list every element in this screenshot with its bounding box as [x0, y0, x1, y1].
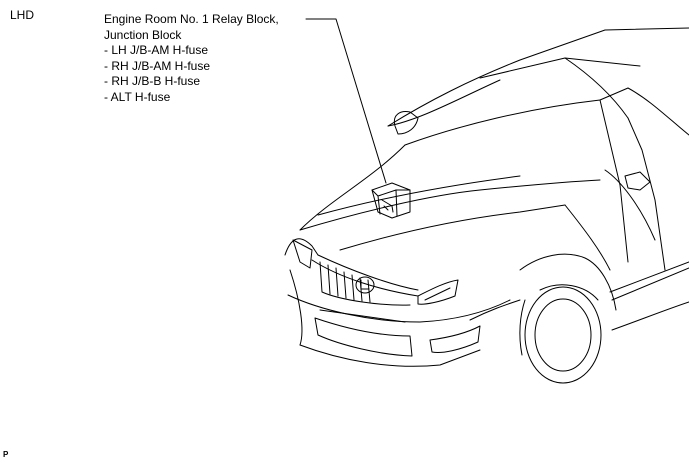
- front-wheel: [520, 285, 601, 383]
- callout-leader-line: [306, 19, 386, 183]
- relay-block-icon: [372, 183, 410, 218]
- component-callout: Engine Room No. 1 Relay Block, Junction …: [104, 12, 279, 105]
- callout-item-lh-jb-am-hfuse: - LH J/B-AM H-fuse: [104, 43, 209, 57]
- callout-item-alt-hfuse: - ALT H-fuse: [104, 89, 171, 104]
- front-grille: [285, 239, 520, 367]
- corner-code: P: [3, 450, 9, 459]
- car-body-outline: [300, 28, 689, 330]
- callout-title-line-2: Junction Block: [104, 27, 182, 42]
- callout-item-rh-jb-b-hfuse: - RH J/B-B H-fuse: [104, 74, 201, 88]
- callout-title-line-1: Engine Room No. 1 Relay Block,: [104, 12, 279, 26]
- variant-label: LHD: [10, 8, 35, 22]
- callout-item-rh-jb-am-hfuse: - RH J/B-AM H-fuse: [104, 58, 211, 73]
